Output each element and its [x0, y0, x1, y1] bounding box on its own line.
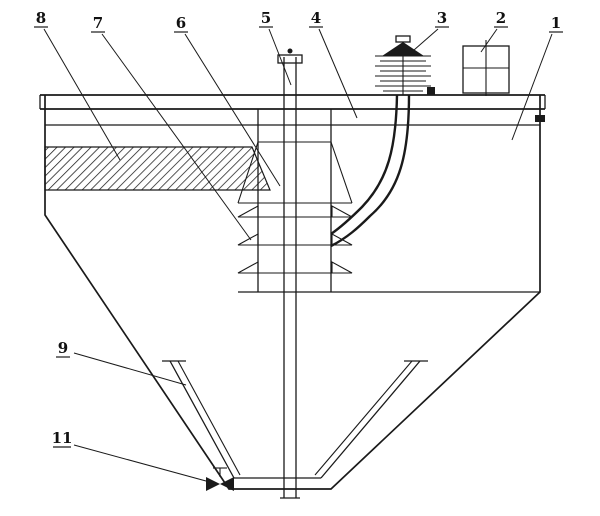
drive-motor [375, 35, 431, 95]
control-box [462, 40, 510, 96]
deck-fittings [427, 87, 545, 122]
drain-valve [206, 467, 234, 491]
callout-8: 8 [36, 9, 46, 27]
callout-5: 5 [261, 9, 271, 27]
leader-9 [73, 352, 187, 386]
leader-3 [413, 28, 439, 51]
callout-4: 4 [311, 9, 321, 27]
central-shaft [277, 48, 303, 499]
inner-cone [162, 360, 428, 479]
feed-pipe [330, 94, 411, 248]
callout-7: 7 [93, 14, 103, 32]
motor-top-cap [395, 35, 411, 43]
wall-lug [535, 115, 545, 122]
shaft-top-cap [277, 54, 303, 64]
bridge-deck [39, 94, 546, 126]
callout-1: 1 [551, 14, 561, 32]
leader-1 [511, 33, 553, 141]
leader-8 [43, 28, 121, 161]
callout-3: 3 [437, 9, 447, 27]
deflector-cones [237, 205, 353, 274]
center-column [237, 109, 353, 292]
callout-11: 11 [52, 429, 73, 447]
callout-2: 2 [496, 9, 506, 27]
callout-6: 6 [176, 14, 186, 32]
leader-4 [318, 28, 358, 119]
callouts: 8 7 6 5 4 3 2 1 9 11 [34, 9, 563, 485]
leader-5 [268, 28, 292, 86]
leader-2 [480, 28, 498, 53]
tank-shell [44, 95, 541, 490]
leader-7 [101, 33, 252, 241]
deck-post [427, 87, 435, 95]
callout-9: 9 [58, 339, 68, 357]
shaft-top-knob [287, 48, 293, 54]
hatch-region [44, 146, 271, 191]
leader-6 [184, 33, 281, 187]
leader-11 [73, 444, 218, 485]
inclined-plate-pack [44, 146, 271, 191]
